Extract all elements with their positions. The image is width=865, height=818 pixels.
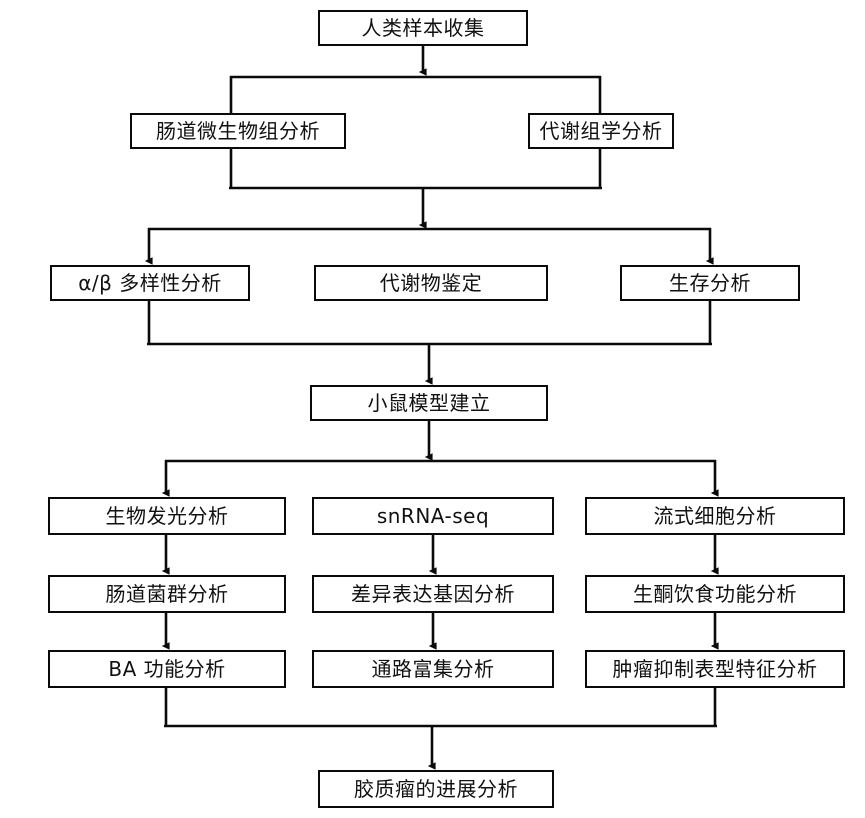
node-pathway-enrichment-analysis[interactable]: 通路富集分析 bbox=[312, 650, 554, 688]
node-label: 代谢组学分析 bbox=[539, 119, 663, 143]
node-tumor-suppression-phenotype-analysis[interactable]: 肿瘤抑制表型特征分析 bbox=[585, 650, 845, 688]
node-gut-microbiome-analysis[interactable]: 肠道微生物组分析 bbox=[130, 113, 346, 149]
node-label: 生酮饮食功能分析 bbox=[633, 582, 797, 606]
node-label: 差异表达基因分析 bbox=[351, 582, 515, 606]
node-survival-analysis[interactable]: 生存分析 bbox=[620, 265, 800, 301]
node-glioma-progression-analysis[interactable]: 胶质瘤的进展分析 bbox=[318, 770, 554, 808]
node-metabolite-identification[interactable]: 代谢物鉴定 bbox=[314, 265, 548, 301]
node-label: 肠道菌群分析 bbox=[105, 582, 229, 606]
node-metabolomics-analysis[interactable]: 代谢组学分析 bbox=[528, 113, 674, 149]
node-label: 代谢物鉴定 bbox=[379, 271, 483, 295]
node-label: 肠道微生物组分析 bbox=[156, 119, 320, 143]
node-gut-flora-analysis[interactable]: 肠道菌群分析 bbox=[48, 575, 286, 613]
node-mouse-model-establishment[interactable]: 小鼠模型建立 bbox=[310, 385, 548, 421]
node-label: BA 功能分析 bbox=[108, 657, 226, 681]
node-differential-gene-expression-analysis[interactable]: 差异表达基因分析 bbox=[312, 575, 554, 613]
node-label: 肿瘤抑制表型特征分析 bbox=[612, 657, 818, 681]
node-ketogenic-diet-function-analysis[interactable]: 生酮饮食功能分析 bbox=[585, 575, 845, 613]
node-ba-function-analysis[interactable]: BA 功能分析 bbox=[48, 650, 286, 688]
node-label: 生物发光分析 bbox=[105, 504, 229, 528]
node-label: 生存分析 bbox=[669, 271, 751, 295]
node-label: 通路富集分析 bbox=[371, 657, 495, 681]
node-label: α/β 多样性分析 bbox=[78, 271, 222, 295]
node-snrna-seq[interactable]: snRNA-seq bbox=[312, 497, 554, 535]
node-label: 人类样本收集 bbox=[361, 16, 485, 40]
node-label: 小鼠模型建立 bbox=[367, 391, 491, 415]
node-flow-cytometry-analysis[interactable]: 流式细胞分析 bbox=[585, 497, 845, 535]
node-alpha-beta-diversity-analysis[interactable]: α/β 多样性分析 bbox=[50, 265, 250, 301]
node-label: 流式细胞分析 bbox=[653, 504, 777, 528]
node-bioluminescence-analysis[interactable]: 生物发光分析 bbox=[48, 497, 286, 535]
node-label: snRNA-seq bbox=[376, 504, 490, 528]
node-human-sample-collection[interactable]: 人类样本收集 bbox=[318, 10, 528, 46]
node-label: 胶质瘤的进展分析 bbox=[354, 777, 518, 801]
